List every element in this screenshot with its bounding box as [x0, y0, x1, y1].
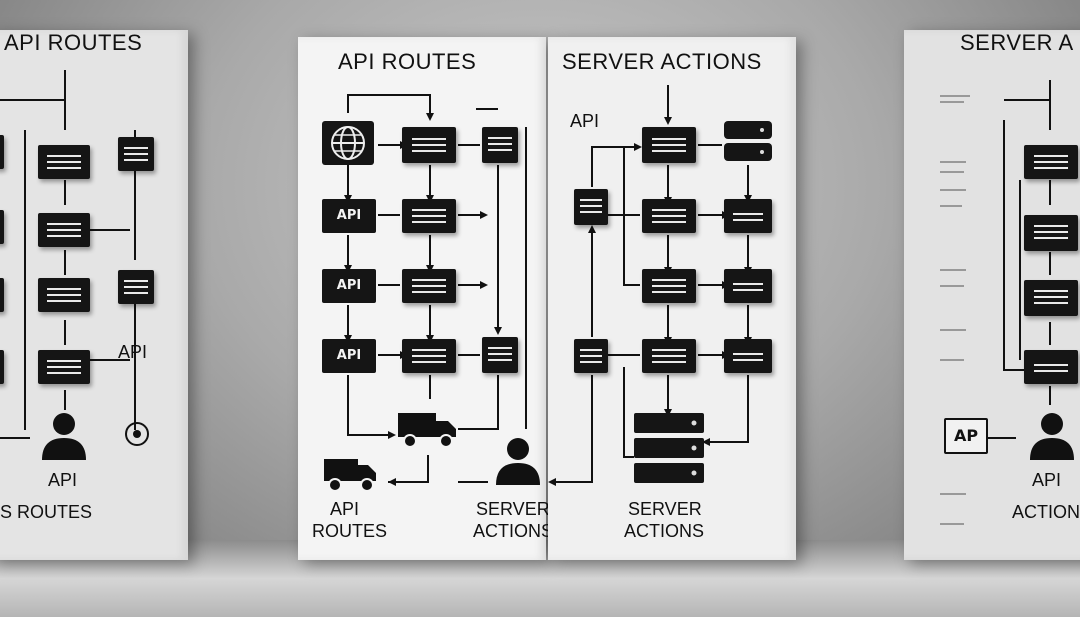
action-node: [1024, 215, 1078, 251]
bottom-label-line1: SERVER: [628, 499, 702, 519]
route-node: [402, 269, 456, 303]
route-node: [0, 350, 4, 384]
api-badge: API: [322, 339, 376, 373]
api-label: API: [570, 111, 600, 131]
bottom-label-line2: ACTION: [1012, 502, 1080, 522]
api-label: API: [118, 342, 148, 362]
route-node: [482, 337, 518, 373]
globe-icon: [322, 121, 374, 165]
action-node: [574, 339, 608, 373]
action-node: [724, 199, 772, 233]
user-icon: [1030, 413, 1074, 460]
action-node: [1024, 350, 1078, 384]
route-node: [402, 127, 456, 163]
user-icon: [42, 413, 86, 460]
connector-lines: [344, 94, 527, 486]
action-node: [724, 269, 772, 303]
bottom-label-line1: API: [330, 499, 360, 519]
api-badge: API: [322, 269, 376, 303]
action-node: [1024, 145, 1078, 179]
route-node: [38, 278, 90, 312]
panel-title: API ROUTES: [4, 30, 143, 55]
panel-title: SERVER A: [960, 30, 1074, 55]
bottom-label-line2: ACTIONS: [624, 521, 705, 541]
user-label-line1: SERVER: [476, 499, 550, 519]
action-node: [642, 199, 696, 233]
route-node: [118, 137, 154, 171]
bottom-label-routes: S ROUTES: [0, 502, 93, 522]
connector-lines: [0, 70, 136, 439]
route-node: [0, 210, 4, 244]
panel-api-routes: API ROUTES: [298, 37, 553, 560]
action-node: [642, 339, 696, 373]
api-badge: AP: [944, 418, 988, 454]
user-icon: [496, 438, 540, 485]
action-node: [724, 339, 772, 373]
action-node: [1024, 280, 1078, 316]
route-node: [0, 278, 4, 312]
action-node: [574, 189, 608, 225]
route-node: [402, 339, 456, 373]
bottom-label-line2: ROUTES: [312, 521, 388, 541]
route-node: [118, 270, 154, 304]
route-node: [38, 145, 90, 179]
panel-title: SERVER ACTIONS: [562, 49, 762, 74]
action-node: [642, 269, 696, 303]
route-node: [0, 135, 4, 169]
user-label-line2: ACTIONS: [473, 521, 554, 541]
panel-server-actions: SERVER ACTIONS API: [548, 37, 796, 560]
route-node: [482, 127, 518, 163]
server-stack-icon: [634, 413, 704, 483]
panel-api-routes-far-left: API ROUTES API API S ROUTE: [0, 30, 188, 560]
endpoint-target-icon: [125, 422, 149, 446]
truck-icon: [398, 413, 456, 448]
bottom-label-line1: API: [1032, 470, 1062, 490]
panel-title: API ROUTES: [338, 49, 477, 74]
bottom-label-api: API: [48, 470, 78, 490]
api-badge: API: [322, 199, 376, 233]
database-icon: [724, 121, 772, 161]
truck-icon: [324, 459, 376, 492]
action-node: [642, 127, 696, 163]
route-node: [38, 350, 90, 384]
panel-server-actions-far-right: SERVER A AP API ACTION: [904, 30, 1080, 560]
connector-lines: [940, 80, 1051, 525]
route-node: [38, 213, 90, 247]
route-node: [402, 199, 456, 233]
